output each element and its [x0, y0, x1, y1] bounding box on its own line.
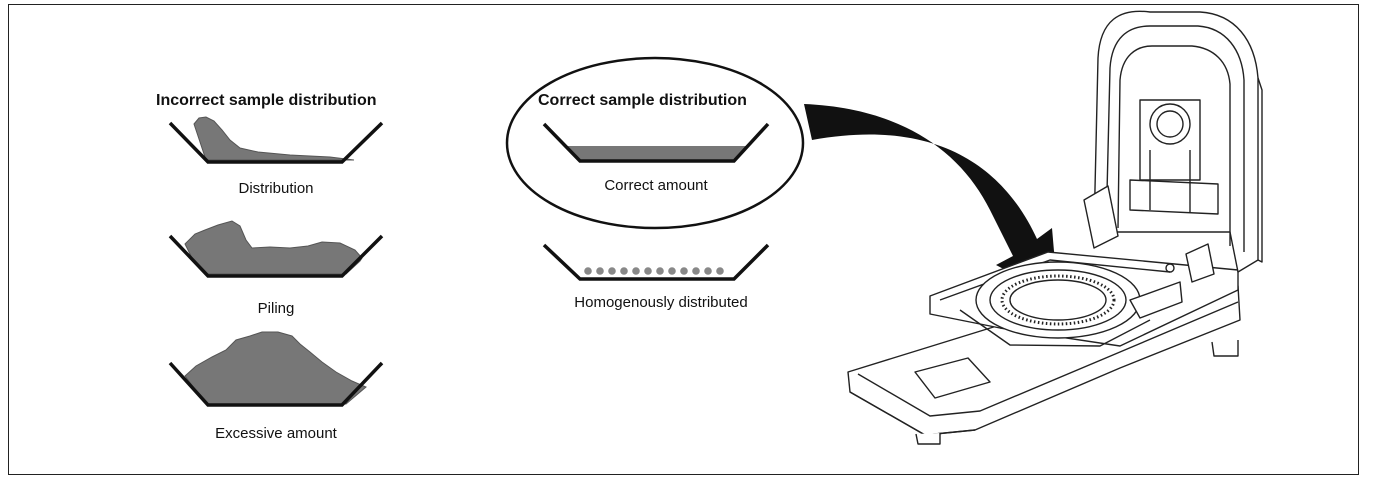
pan-excessive: [168, 331, 384, 407]
moisture-analyzer: [847, 10, 1263, 445]
figure-frame: [8, 4, 1359, 475]
caption-correct-amount: Correct amount: [604, 177, 708, 194]
pan-homogenous: [542, 243, 770, 281]
pan-distribution: [168, 116, 384, 164]
highlight-ellipse: [505, 56, 805, 230]
caption-distribution: Distribution: [238, 180, 314, 197]
pan-piling: [168, 220, 384, 278]
incorrect-title: Incorrect sample distribution: [156, 92, 377, 109]
caption-excessive-amount: Excessive amount: [215, 425, 337, 442]
caption-homogenously-distributed: Homogenously distributed: [574, 294, 748, 311]
pan-correct-amount: [542, 122, 770, 163]
caption-piling: Piling: [257, 300, 295, 317]
correct-title: Correct sample distribution: [538, 92, 747, 109]
